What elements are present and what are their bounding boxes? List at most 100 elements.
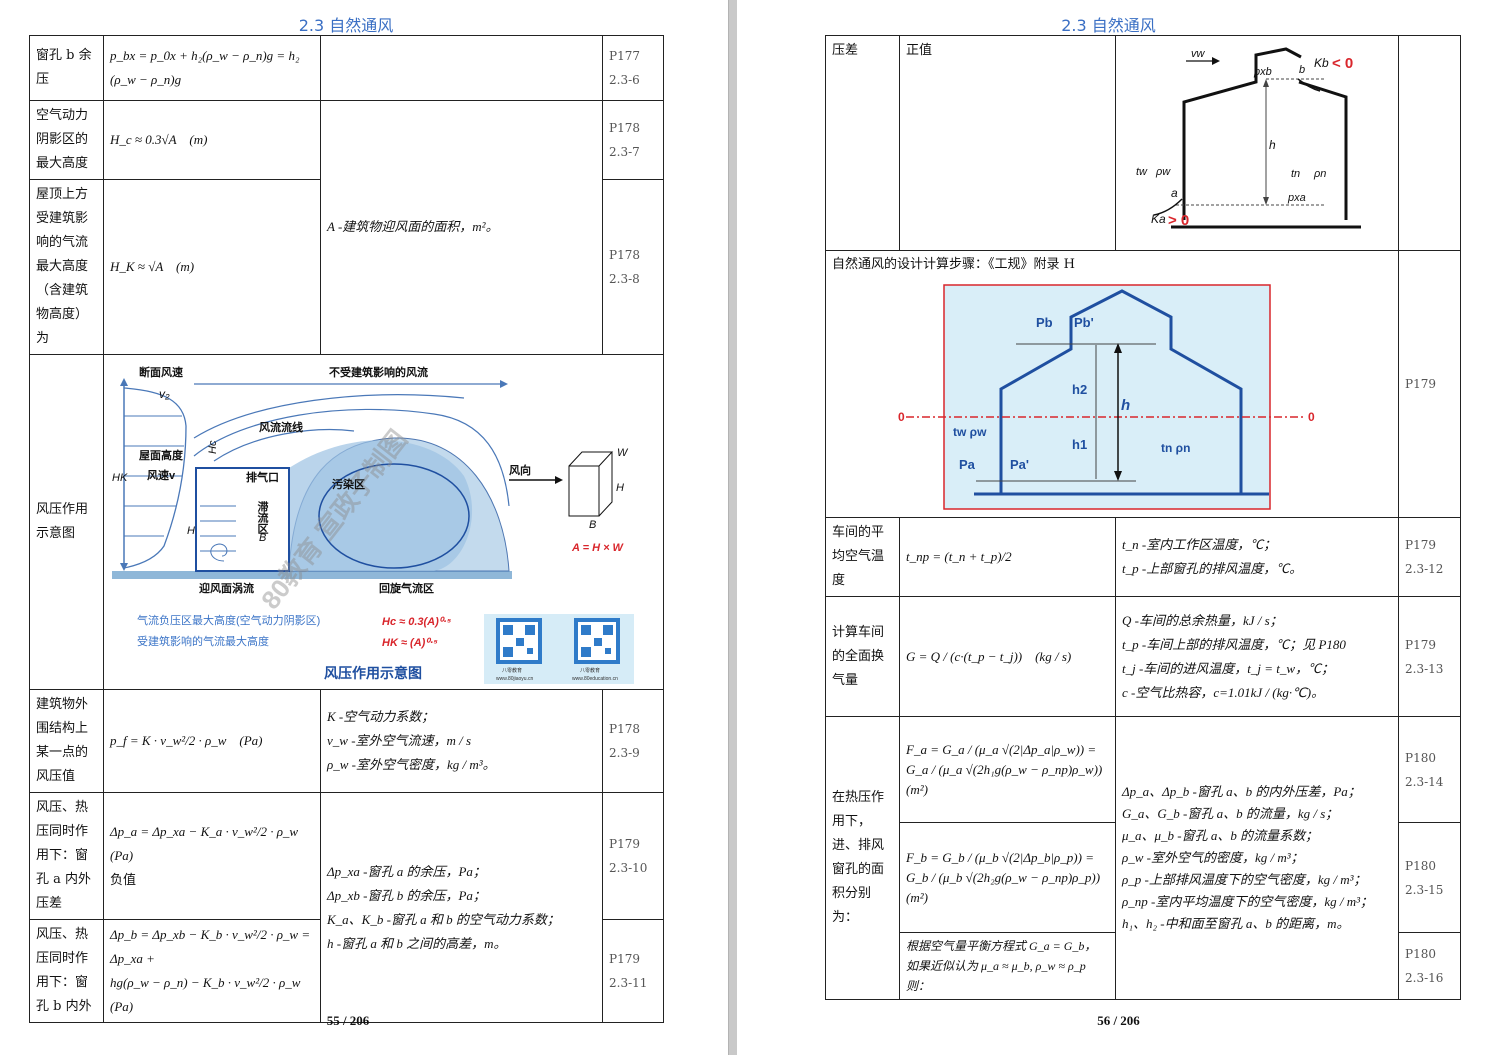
page-number: 55 / 206 bbox=[326, 1013, 370, 1028]
formula-table-left: 窗孔 b 余压 p_bx = p_0x + h₂(ρ_w − ρ_n)g = h… bbox=[29, 35, 664, 1023]
page-ref: P180 bbox=[1405, 750, 1436, 765]
desc-cell bbox=[320, 35, 603, 101]
label-pb: Pb bbox=[1036, 315, 1053, 330]
formula-cell: H_K ≈ √A (m) bbox=[103, 179, 321, 355]
ground-strip bbox=[112, 570, 512, 579]
row-label: 风压、热压同时作用下：窗孔 a 内外压差 bbox=[29, 792, 104, 920]
page-number: 56 / 206 bbox=[1097, 1013, 1140, 1028]
table-row: 车间的平均空气温度 t_np = (t_n + t_p)/2 t_n -室内工作… bbox=[825, 517, 1461, 597]
ref-cell: P177 2.3-6 bbox=[602, 35, 664, 101]
formula-cell: Δp_a = Δp_xa − K_a · v_w²/2 · ρ_w (Pa) 负… bbox=[103, 792, 321, 920]
page-ref: P180 bbox=[1405, 858, 1436, 873]
table-row: 窗孔 b 余压 p_bx = p_0x + h₂(ρ_w − ρ_n)g = h… bbox=[29, 35, 664, 101]
desc-line: Δp_xb -窗孔 b 的余压，Pa； bbox=[327, 887, 486, 903]
row-label: 空气动力阴影区的最大高度 bbox=[29, 100, 104, 180]
row-label: 计算车间的全面换气量 bbox=[825, 596, 900, 717]
left-page: 2.3 自然通风 窗孔 b 余压 p_bx = p_0x + h₂(ρ_w − … bbox=[0, 0, 728, 1055]
desc-cell: Q -车间的总余热量，kJ / s； t_p -车间上部的排风温度，℃；见 P1… bbox=[1115, 596, 1399, 717]
formula-line: 如果近似认为 μ_a ≈ μ_b, ρ_w ≈ ρ_p 则： bbox=[906, 959, 1086, 993]
label-b: B bbox=[259, 532, 266, 544]
label-h1: h1 bbox=[1072, 437, 1087, 452]
equation-ref: 2.3-6 bbox=[609, 73, 640, 87]
desc-line: μ_a、μ_b -窗孔 a、b 的流量系数； bbox=[1122, 828, 1319, 843]
formula-cell: 根据空气量平衡方程式 G_a = G_b， 如果近似认为 μ_a ≈ μ_b, … bbox=[899, 932, 1116, 1000]
page-ref: P178 bbox=[609, 248, 640, 262]
row-label: 压差 bbox=[825, 35, 900, 251]
section-title: 2.3 自然通风 bbox=[1061, 16, 1156, 35]
equation-ref: 2.3-11 bbox=[609, 976, 648, 990]
label-h: H bbox=[187, 525, 195, 537]
desc-text: A -建筑物迎风面的面积，m²。 bbox=[327, 219, 499, 234]
label-tn: tn bbox=[1291, 168, 1300, 180]
formula-line: (ρ_w − ρ_n)g bbox=[110, 72, 182, 87]
formula-cell: Δp_b = Δp_xb − K_b · v_w²/2 · ρ_w = Δp_x… bbox=[103, 919, 321, 1023]
equation-ref: 2.3-15 bbox=[1405, 882, 1444, 897]
label-kb-sign: < 0 bbox=[1332, 55, 1353, 72]
right-page: 2.3 自然通风 压差 正值 bbox=[737, 0, 1500, 1055]
label-pb-prime: Pb' bbox=[1074, 315, 1094, 330]
label-a: a bbox=[1171, 186, 1178, 200]
equation-ref: 2.3-13 bbox=[1405, 661, 1444, 676]
table-row: 风压作用示意图 bbox=[29, 354, 664, 690]
ref-cell: P180 2.3-16 bbox=[1398, 932, 1461, 1000]
row-label: 风压、热压同时作用下：窗孔 b 内外 bbox=[29, 919, 104, 1023]
row-label: 风压作用示意图 bbox=[29, 354, 104, 690]
ref-cell: P180 2.3-14 bbox=[1398, 716, 1461, 823]
row-label: 建筑物外围结构上某一点的风压值 bbox=[29, 689, 104, 793]
ref-cell: P179 2.3-12 bbox=[1398, 517, 1461, 597]
formula-line: Δp_b = Δp_xb − K_b · v_w²/2 · ρ_w = Δp_x… bbox=[110, 927, 311, 966]
desc-line: ρ_w -室外空气的密度，kg / m³； bbox=[1122, 850, 1304, 865]
ref-cell: P179 2.3-11 bbox=[602, 919, 664, 1023]
label-windward: 迎风面涡流 bbox=[199, 581, 254, 595]
desc-line: ρ_p -上部排风温度下的空气密度，kg / m³； bbox=[1122, 872, 1367, 887]
ref-cell: P179 bbox=[1398, 250, 1461, 518]
desc-line: K_a、K_b -窗孔 a 和 b 的空气动力系数； bbox=[327, 911, 560, 927]
diagram-caption: 风压作用示意图 bbox=[324, 665, 422, 681]
label-tw-rho: tw ρw bbox=[953, 425, 987, 439]
qr-url: www.80jiaoyu.cn bbox=[496, 676, 533, 682]
label-pxa: pxa bbox=[1287, 192, 1306, 204]
label-tw: tw bbox=[1136, 166, 1148, 178]
formula-line: hg(ρ_w − ρ_n) − K_b · v_w²/2 · ρ_w (Pa) bbox=[110, 975, 314, 1014]
label-hk: HK bbox=[112, 472, 128, 484]
wind-pressure-diagram: 80教育 宣政子制图 断面风速 v₂ 不受建筑影响的风流 风流流线 屋面高度 风… bbox=[104, 355, 662, 689]
label-b: b bbox=[1299, 64, 1305, 76]
desc-line: Δp_xa -窗孔 a 的余压，Pa； bbox=[327, 863, 486, 879]
ref-cell: P178 2.3-8 bbox=[602, 179, 664, 355]
table-row: 风压、热压同时作用下：窗孔 a 内外压差 Δp_a = Δp_xa − K_a … bbox=[29, 792, 664, 1023]
label-pollution: 污染区 bbox=[332, 477, 365, 491]
desc-line: t_j -车间的进风温度，t_j = t_w，℃； bbox=[1122, 660, 1335, 676]
label-h2: h2 bbox=[1072, 382, 1087, 397]
label-rho-n: ρn bbox=[1313, 168, 1326, 180]
row-label: 窗孔 b 余压 bbox=[29, 35, 104, 101]
neutral-plane-diagram: Pb Pb' h2 h 0 0 tw ρw h1 tn ρn Pa Pa' bbox=[898, 284, 1315, 510]
label-wind-dir: 风向 bbox=[509, 463, 531, 477]
desc-line: K -空气动力系数； bbox=[327, 709, 435, 724]
ref-cell bbox=[1398, 35, 1461, 251]
desc-cell: K -空气动力系数； v_w -室外空气流速，m / s ρ_w -室外空气密度… bbox=[320, 689, 603, 793]
desc-line: Q -车间的总余热量，kJ / s； bbox=[1122, 612, 1283, 628]
table-row: F_b = G_b / (μ_b √(2|Δp_b|ρ_p)) = G_b / … bbox=[826, 822, 1461, 933]
desc-line: ρ_w -室外空气密度，kg / m³。 bbox=[327, 757, 496, 772]
formula-cell: F_a = G_a / (μ_a √(2|Δp_a|ρ_w)) = G_a / … bbox=[899, 716, 1116, 823]
diagram-cell: 80教育 宣政子制图 断面风速 v₂ 不受建筑影响的风流 风流流线 屋面高度 风… bbox=[103, 354, 664, 690]
design-steps-text: 自然通风的设计计算步骤：《工规》附录 H bbox=[832, 257, 1075, 272]
formula-line: 根据空气量平衡方程式 G_a = G_b， bbox=[906, 939, 1097, 953]
ref-cell: P179 2.3-13 bbox=[1398, 596, 1461, 717]
qr-url: www.80education.cn bbox=[572, 676, 618, 682]
equation-ref: 2.3-7 bbox=[609, 145, 640, 159]
page-ref: P177 bbox=[609, 49, 640, 63]
value-cell: 正值 bbox=[899, 35, 1116, 251]
table-row: 自然通风的设计计算步骤：《工规》附录 H Pb Pb' h2 h bbox=[825, 250, 1461, 518]
label-unaffected-flow: 不受建筑影响的风流 bbox=[329, 365, 428, 379]
area-formula: A = H × W bbox=[571, 542, 625, 554]
label-exhaust: 排气口 bbox=[246, 470, 279, 484]
row-label: 在热压作用下，进、排风窗孔的面积分别为： bbox=[825, 716, 900, 1000]
ref-cell: P179 2.3-10 bbox=[602, 792, 664, 920]
table-row: 压差 正值 bbox=[825, 35, 1461, 251]
label-speed-v: 风速v bbox=[147, 468, 176, 482]
note-negative-zone: 气流负压区最大高度(空气动力阴影区) bbox=[137, 613, 320, 627]
diagram-cell: vw pxb b Kb < 0 h tw ρw tn ρn pxa a Ka >… bbox=[1115, 35, 1399, 251]
ref-cell: P178 2.3-7 bbox=[602, 100, 664, 180]
label-pxb: pxb bbox=[1253, 66, 1272, 78]
